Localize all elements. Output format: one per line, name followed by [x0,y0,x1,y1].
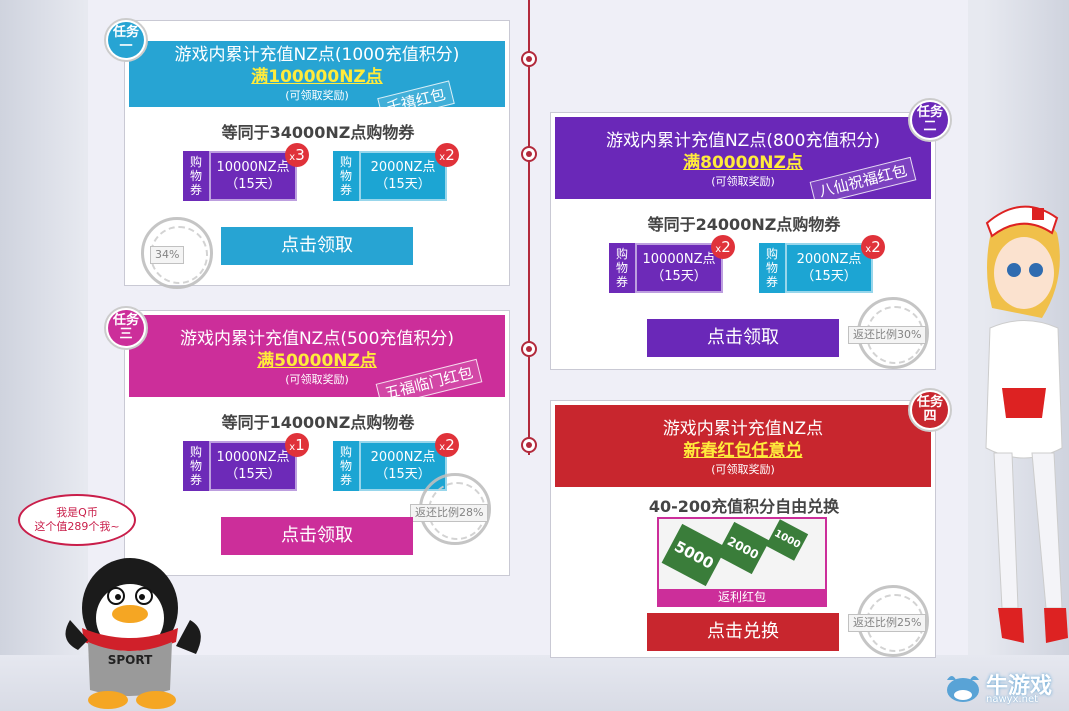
coupon-body: 2000NZ点（15天） [785,243,873,293]
coupon-body: 10000NZ点（15天） [635,243,723,293]
timeline-node [521,51,537,67]
logo-name: 牛游戏 [986,674,1053,699]
task-4-title: 游戏内累计充值NZ点 [662,419,824,439]
task-1-claim-button[interactable]: 点击领取 [221,227,413,265]
task-1-title: 游戏内累计充值NZ点(1000充值积分) [174,45,460,65]
task-4-target: 新春红包任意兑 [683,441,803,461]
task-3-target: 满50000NZ点 [257,351,377,371]
task-2-badge: 任务二 [908,98,952,142]
redpacket-1000: 1000 [765,519,809,561]
task-2-seal-label: 返还比例30% [848,326,927,344]
task-2-seal: 返还比例30% [848,297,929,369]
coupon-multiplier-badge: x2 [435,433,459,457]
task-1-banner: 游戏内累计充值NZ点(1000充值积分) 满100000NZ点 (可领取奖励) … [129,41,505,122]
coupon-multiplier-badge: x2 [711,235,735,259]
timeline-node [521,341,537,357]
mascot-shirt-text: SPORT [108,653,153,667]
task-card-1: 游戏内累计充值NZ点(1000充值积分) 满100000NZ点 (可领取奖励) … [124,20,510,289]
task-4-seal: 返还比例25% [848,585,929,657]
coupon-tag: 购物券 [333,441,359,491]
task-card-2: 游戏内累计充值NZ点(800充值积分) 满80000NZ点 (可领取奖励) 八仙… [550,112,936,370]
timeline-line [528,0,530,455]
task-3-title: 游戏内累计充值NZ点(500充值积分) [179,329,455,349]
nurse-character-illustration [985,205,1068,643]
task-card-4: 游戏内累计充值NZ点 新春红包任意兑 (可领取奖励) 40-200充值积分自由兑… [550,400,936,658]
task-2-coupon-2: 购物券 2000NZ点（15天） x2 [759,235,885,293]
task-2-banner: 游戏内累计充值NZ点(800充值积分) 满80000NZ点 (可领取奖励) 八仙… [555,117,931,206]
task-1-coupon-1: 购物券 10000NZ点（15天） x3 [183,143,309,201]
task-3-equal-text: 等同于14000NZ点购物卷 [221,413,415,432]
task-4-note: (可领取奖励) [711,463,775,476]
task-3-note: (可领取奖励) [285,373,349,386]
task-4-badge: 任务四 [908,388,952,432]
task-2-equal-text: 等同于24000NZ点购物券 [647,215,841,234]
coupon-tag: 购物券 [609,243,635,293]
task-2-coupon-1: 购物券 10000NZ点（15天） x2 [609,235,735,293]
task-1-badge: 任务一 [104,18,148,62]
task-3-coupon-2: 购物券 2000NZ点（15天） x2 [333,433,459,491]
penguin-mascot-illustration: SPORT [65,558,201,709]
cow-logo-icon [947,676,979,702]
redpacket-caption: 返利红包 [659,589,825,605]
task-1-coupon-2: 购物券 2000NZ点（15天） x2 [333,143,459,201]
mascot-speech-bubble: 我是Q币这个值289个我~ [18,494,136,546]
coupon-tag: 购物券 [183,151,209,201]
task-4-banner: 游戏内累计充值NZ点 新春红包任意兑 (可领取奖励) [555,405,931,487]
coupon-body: 2000NZ点（15天） [359,151,447,201]
logo-url: nawyx.net [986,694,1039,705]
task-4-exchange-button[interactable]: 点击兑换 [647,613,839,651]
task-4-equal-text: 40-200充值积分自由兑换 [648,497,840,516]
coupon-multiplier-badge: x1 [285,433,309,457]
task-2-title: 游戏内累计充值NZ点(800充值积分) [605,131,881,151]
coupon-tag: 购物券 [759,243,785,293]
task-1-equal-text: 等同于34000NZ点购物券 [221,123,415,142]
task-4-seal-label: 返还比例25% [848,614,927,632]
task-1-seal-label: 34% [150,246,185,264]
task-3-coupon-1: 购物券 10000NZ点（15天） x1 [183,433,309,491]
task-3-seal-label: 返还比例28% [410,504,489,522]
floor-background [0,655,1069,711]
site-logo: 牛游戏 nawyx.net [944,670,1052,708]
task-3-banner: 游戏内累计充值NZ点(500充值积分) 满50000NZ点 (可领取奖励) 五福… [129,315,505,408]
task-2-note: (可领取奖励) [711,175,775,188]
coupon-body: 10000NZ点（15天） [209,151,297,201]
task-3-seal: 返还比例28% [410,473,491,545]
coupon-body: 10000NZ点（15天） [209,441,297,491]
coupon-multiplier-badge: x2 [861,235,885,259]
coupon-tag: 购物券 [183,441,209,491]
coupon-multiplier-badge: x2 [435,143,459,167]
timeline-node [521,146,537,162]
task-2-target: 满80000NZ点 [683,153,803,173]
task-1-seal: 34% [141,217,213,289]
task-card-3: 游戏内累计充值NZ点(500充值积分) 满50000NZ点 (可领取奖励) 五福… [124,310,510,576]
task-1-target: 满100000NZ点 [251,67,383,87]
coupon-tag: 购物券 [333,151,359,201]
task-1-note: (可领取奖励) [285,89,349,102]
coupon-multiplier-badge: x3 [285,143,309,167]
timeline-node [521,437,537,453]
task-4-redpacket-image: 5000 2000 1000 返利红包 [657,517,827,607]
task-3-badge: 任务三 [104,306,148,350]
redpacket-2000: 2000 [716,521,770,575]
task-3-claim-button[interactable]: 点击领取 [221,517,413,555]
task-2-claim-button[interactable]: 点击领取 [647,319,839,357]
